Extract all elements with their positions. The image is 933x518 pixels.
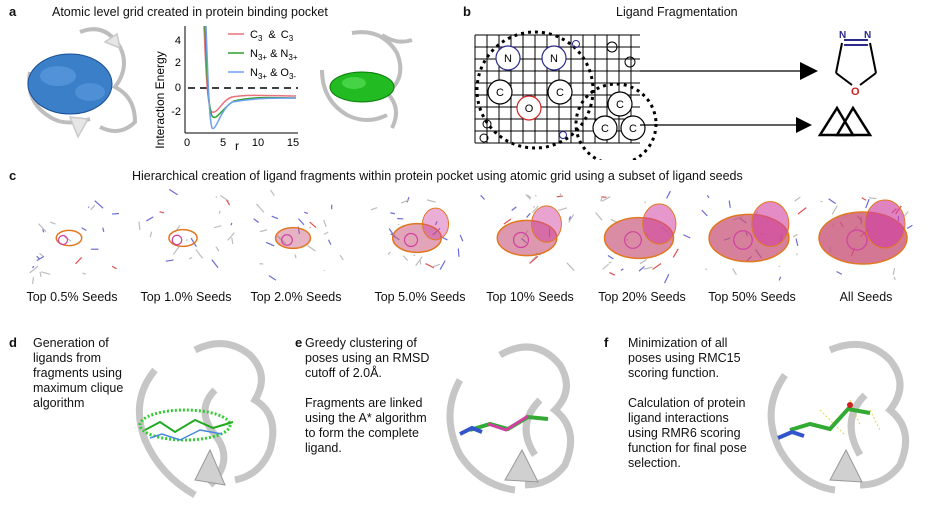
seed-image-3: [370, 196, 464, 270]
panel-d-label: d: [9, 335, 17, 350]
protein-green-grid-image: [320, 30, 413, 129]
plot-x-ticks: 0 5 10 15: [184, 137, 299, 149]
cyclopropane-structure: [817, 105, 873, 137]
protein-ribbon-f: [767, 340, 910, 494]
plot-y-ticks: 4 2 0 -2: [171, 35, 181, 118]
atom-c4: C: [601, 123, 609, 135]
svg-text:N: N: [839, 30, 846, 41]
protein-ribbon-d: [135, 340, 277, 499]
ytick-0: 0: [175, 82, 181, 94]
atom-c3: C: [616, 99, 624, 111]
xtick-10: 10: [252, 137, 264, 149]
panel-c-title: Hierarchical creation of ligand fragment…: [132, 169, 743, 183]
atom-n2: N: [550, 53, 558, 65]
ligand-grid-diagram: N N C C O C C C: [474, 30, 658, 160]
svg-text:N3+&N3+: N3+&N3+: [250, 48, 298, 62]
protein-blue-grid-image: [27, 27, 138, 139]
xtick-5: 5: [220, 137, 226, 149]
panel-c-label: c: [9, 168, 17, 183]
arrow-head-2: [796, 117, 812, 133]
seed-label-7: All Seeds: [839, 290, 893, 304]
plot-y-axis-label: Interaction Energy: [153, 51, 167, 148]
atom-c5: C: [629, 123, 637, 135]
arrow-head-1: [800, 62, 818, 80]
atom-o: O: [525, 103, 534, 115]
protein-ribbon-2: [320, 30, 413, 129]
panel-e-protein-image: [446, 343, 575, 494]
panel-a-label: a: [9, 4, 17, 19]
seed-image-2: [253, 189, 344, 281]
atom-c1: C: [496, 87, 504, 99]
fragment-arrows: [640, 62, 818, 133]
blue-grid-surface: [27, 53, 113, 115]
fragment-circle-2: [574, 82, 658, 160]
xtick-0: 0: [184, 137, 190, 149]
series-n3p-o3m: [205, 25, 297, 130]
seed-label-2: Top 2.0% Seeds: [250, 290, 342, 304]
seed-image-1: [138, 188, 235, 269]
oxadiazole-structure: N N O: [835, 30, 877, 98]
ytick-4: 4: [175, 35, 181, 47]
seed-image-0: [29, 200, 120, 284]
svg-text:O: O: [851, 86, 860, 98]
fragment-circle-1: [475, 30, 595, 150]
seed-image-5: [595, 190, 691, 284]
protein-ribbon-e: [446, 343, 575, 494]
panel-b-title: Ligand Fragmentation: [616, 5, 738, 19]
seed-label-4: Top 10% Seeds: [486, 290, 574, 304]
seed-image-4: [480, 193, 575, 271]
svg-text:N: N: [864, 30, 871, 41]
seed-image-6: [701, 194, 807, 281]
seed-label-6: Top 50% Seeds: [708, 290, 796, 304]
atom-n1: N: [504, 53, 512, 65]
seed-label-5: Top 20% Seeds: [598, 290, 686, 304]
interaction-energy-plot: Interaction Energy 4 2 0 -2 0 5 10 15 r …: [153, 25, 299, 153]
panel-f-protein-image: [767, 340, 910, 494]
atom-c2: C: [556, 87, 564, 99]
panel-f-label: f: [604, 335, 609, 350]
seed-label-3: Top 5.0% Seeds: [374, 290, 466, 304]
svg-text:C3&C3: C3&C3: [250, 29, 294, 43]
plot-x-axis-label: r: [235, 139, 239, 153]
panel-a-title: Atomic level grid created in protein bin…: [52, 5, 328, 19]
xtick-15: 15: [287, 137, 299, 149]
ytick-neg2: -2: [171, 106, 181, 118]
svg-text:N3+&O3-: N3+&O3-: [250, 67, 296, 81]
panel-d-protein-image: [135, 340, 277, 499]
seed-images-row: [0, 186, 933, 286]
panel-e-label: e: [295, 335, 303, 350]
panel-b-label: b: [463, 4, 471, 19]
seed-image-7: [818, 197, 913, 280]
seed-label-0: Top 0.5% Seeds: [26, 290, 118, 304]
seed-label-1: Top 1.0% Seeds: [140, 290, 232, 304]
ytick-2: 2: [175, 57, 181, 69]
plot-legend: C3&C3 N3+&N3+ N3+&O3-: [228, 29, 298, 81]
